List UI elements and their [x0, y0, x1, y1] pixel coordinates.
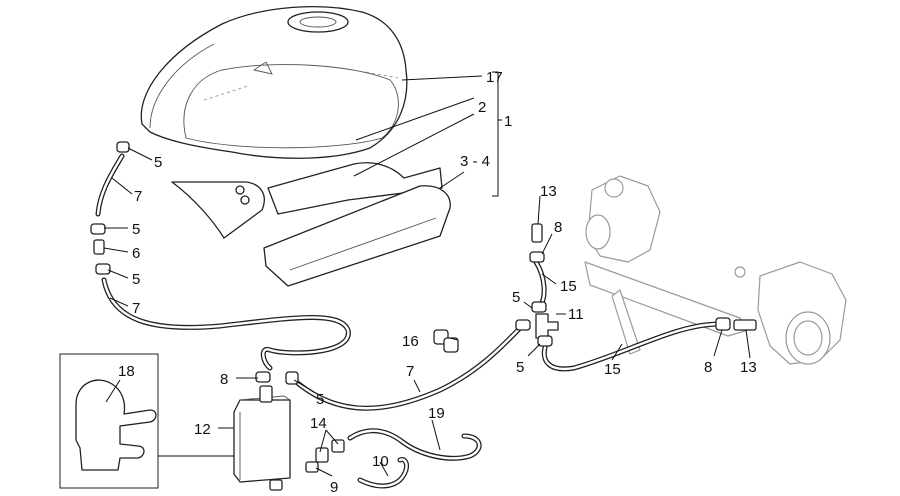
fuel-tank-front-edge: [149, 43, 215, 129]
callout-16: 16: [402, 333, 419, 350]
hose-clamp-5-canister: [285, 371, 299, 385]
callout-1: 1: [504, 113, 512, 130]
fitting-14-a: [315, 447, 329, 463]
callout-15-upper: 15: [560, 278, 577, 295]
callout-19: 19: [428, 405, 445, 422]
bracket-18: [75, 379, 157, 471]
callout-18: 18: [118, 363, 135, 380]
callout-7-middle: 7: [406, 363, 414, 380]
fittings: [90, 141, 757, 473]
throttle-body-assembly: [584, 175, 847, 365]
callout-15-lower: 15: [604, 361, 621, 378]
leader-lines: [103, 71, 751, 477]
callout-7-lower: 7: [132, 300, 140, 317]
intake-support-arm: [611, 289, 641, 355]
callout-5-tee-bottom: 5: [516, 359, 524, 376]
throttle-body-left-bore: [585, 214, 611, 250]
callout-13-left: 13: [540, 183, 557, 200]
callout-5-low: 5: [132, 271, 140, 288]
fitting-14-b: [331, 439, 345, 453]
callout-2: 2: [478, 99, 486, 116]
fitting-13-right: [733, 319, 757, 331]
vent-hose-7-upper: [95, 153, 125, 217]
callout-3-4: 3 - 4: [460, 153, 490, 170]
canister-drain-port: [269, 479, 283, 491]
hose-clamp-5-top: [116, 141, 130, 153]
callout-14: 14: [310, 415, 327, 432]
callout-17: 17: [486, 69, 503, 86]
hose-clamp-8-right: [715, 317, 731, 331]
callout-5-tee: 5: [512, 289, 520, 306]
tank-hidden-line-1: [203, 85, 249, 101]
callout-8-canister: 8: [220, 371, 228, 388]
hose-clamp-5-tee-bottom: [537, 335, 553, 347]
callout-labels: 17 2 1 3 - 4 5 7 5 6 5 7 13 8 15 5 11 16…: [118, 69, 757, 496]
callout-12: 12: [194, 421, 211, 438]
callout-5-top: 5: [154, 154, 162, 171]
spacer-16-b: [443, 337, 459, 353]
throttle-linkage-pin: [734, 266, 746, 278]
vent-hose-19: [347, 428, 482, 461]
hose-clamp-8-canister: [255, 371, 271, 383]
canister-body: [233, 399, 291, 483]
tank-front-pad: [171, 181, 265, 239]
fuel-filler-cap-inner: [299, 16, 337, 28]
tank-front-pad-hole-1: [235, 185, 245, 195]
throttle-body-left-cap: [604, 178, 624, 198]
canister-port: [259, 385, 273, 403]
callout-13-right: 13: [740, 359, 757, 376]
fuel-tank-panel: [183, 64, 399, 149]
check-valve-6: [93, 239, 105, 255]
inset-bracket-detail: [59, 353, 159, 489]
callout-10: 10: [372, 453, 389, 470]
hose-clamp-5-tee-top: [531, 301, 547, 313]
callout-6: 6: [132, 245, 140, 262]
callout-5-canister: 5: [316, 391, 324, 408]
fitting-13-left: [531, 223, 543, 243]
side-panel-rib: [289, 217, 437, 271]
tank-side-panel-3-4: [263, 185, 451, 287]
tank-front-pad-hole-2: [240, 195, 250, 205]
tee-fitting-11: [535, 313, 559, 339]
hose-clamp-8-left: [529, 251, 545, 263]
throttle-body-right-bore-inner: [793, 320, 823, 356]
vent-hoses: [95, 153, 723, 489]
callout-11: 11: [568, 306, 584, 323]
intake-manifold-bar: [584, 261, 749, 337]
fuel-filler-cap: [287, 11, 349, 33]
hose-clamp-5-low: [95, 263, 111, 275]
evap-canister-12: [233, 385, 291, 491]
callout-8-left: 8: [554, 219, 562, 236]
fuel-tank: [140, 6, 408, 159]
callout-8-right: 8: [704, 359, 712, 376]
fitting-9: [305, 461, 319, 473]
tank-mount-bracket: [252, 61, 273, 75]
callout-5-mid: 5: [132, 221, 140, 238]
hose-clamp-5-tee-left: [515, 319, 531, 331]
callout-9: 9: [330, 479, 338, 496]
fuel-tank-shell: [140, 6, 408, 159]
callout-7-upper: 7: [134, 188, 142, 205]
hose-clamp-5-mid: [90, 223, 106, 235]
